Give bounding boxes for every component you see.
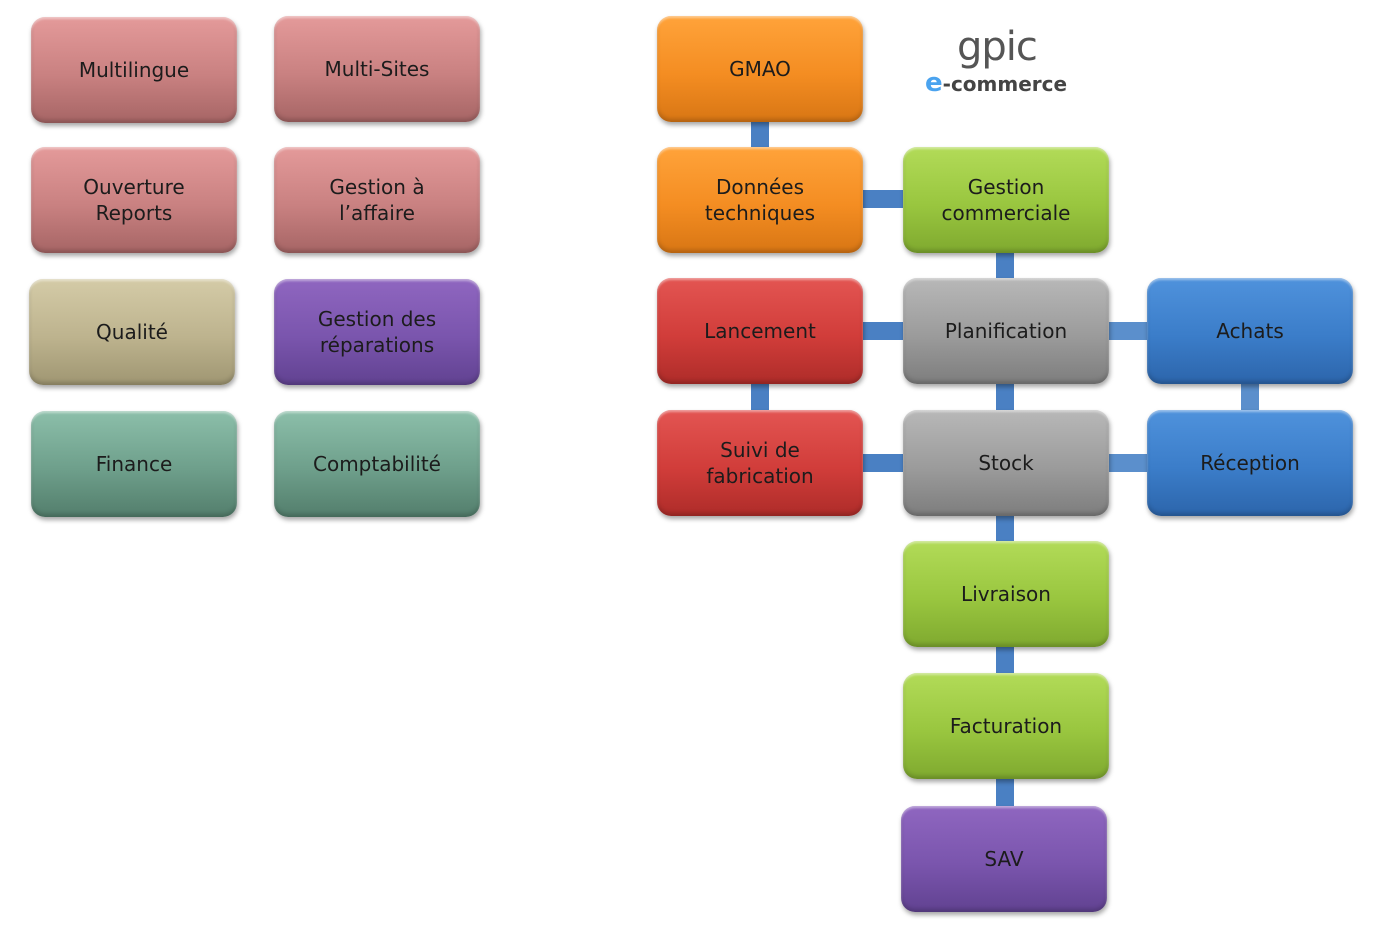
module-qualite: Qualité <box>29 279 235 385</box>
node-gmao: GMAO <box>657 16 863 122</box>
connector-stock-reception <box>1107 454 1151 472</box>
connector-planification-stock <box>996 382 1014 412</box>
node-facturation: Facturation <box>903 673 1109 779</box>
connector-lancement-suivi <box>751 382 769 412</box>
logo-e-icon: e <box>925 68 943 98</box>
node-livraison: Livraison <box>903 541 1109 647</box>
module-multilingue: Multilingue <box>31 17 237 123</box>
node-achats: Achats <box>1147 278 1353 384</box>
gpic-ecommerce-logo: gpic e-commerce <box>925 24 1085 100</box>
connector-stock-livraison <box>996 514 1014 544</box>
connector-planification-achats <box>1107 322 1151 340</box>
connector-livraison-facturation <box>996 645 1014 675</box>
logo-gpic-text: gpic <box>957 24 1038 70</box>
node-planification: Planification <box>903 278 1109 384</box>
node-stock: Stock <box>903 410 1109 516</box>
module-gestion-reparations: Gestion des réparations <box>274 279 480 385</box>
connector-suivi-stock <box>862 454 906 472</box>
module-comptabilite: Comptabilité <box>274 411 480 517</box>
module-finance: Finance <box>31 411 237 517</box>
node-sav: SAV <box>901 806 1107 912</box>
connector-achats-reception <box>1241 382 1259 412</box>
connector-lancement-planification <box>862 322 906 340</box>
module-ouverture-reports: Ouverture Reports <box>31 147 237 253</box>
node-lancement: Lancement <box>657 278 863 384</box>
node-donnees-techniques: Données techniques <box>657 147 863 253</box>
module-multi-sites: Multi-Sites <box>274 16 480 122</box>
connector-donnees-gestion-commerciale <box>862 190 906 208</box>
connector-gmao-donnees <box>751 120 769 150</box>
connector-gestion-commerciale-planification <box>996 250 1014 280</box>
logo-ecommerce-text: e-commerce <box>925 68 1068 98</box>
node-reception: Réception <box>1147 410 1353 516</box>
node-suivi-fabrication: Suivi de fabrication <box>657 410 863 516</box>
module-gestion-affaire: Gestion à l’affaire <box>274 147 480 253</box>
node-gestion-commerciale: Gestion commerciale <box>903 147 1109 253</box>
connector-facturation-sav <box>996 777 1014 807</box>
